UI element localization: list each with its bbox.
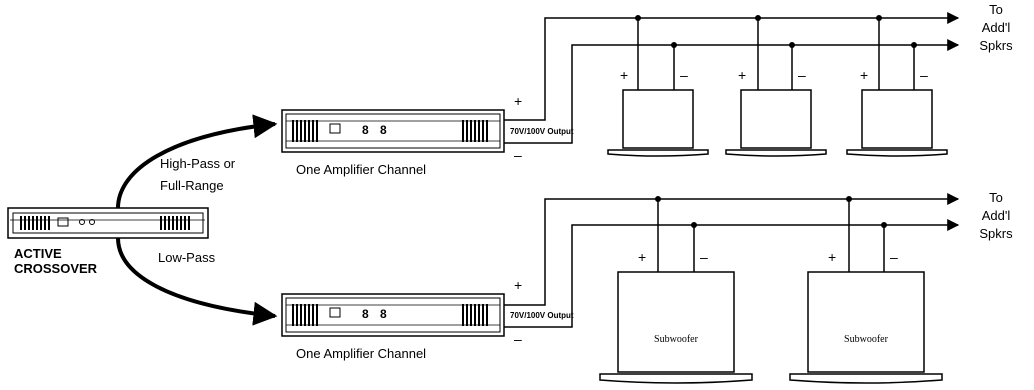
svg-text:8: 8 xyxy=(380,307,387,321)
bottom-destination-line1: To xyxy=(989,190,1003,205)
subwoofer-1-minus: – xyxy=(700,249,708,265)
speaker-3-minus: – xyxy=(920,67,928,83)
speaker-1 xyxy=(607,15,709,157)
crossover-label-line2: CROSSOVER xyxy=(14,261,98,276)
low-pass-label: Low-Pass xyxy=(158,250,216,265)
amplifier-bottom-caption: One Amplifier Channel xyxy=(296,346,426,361)
active-crossover-unit xyxy=(7,207,209,239)
speaker-2-minus: – xyxy=(798,67,806,83)
amplifier-top-caption: One Amplifier Channel xyxy=(296,162,426,177)
speaker-2 xyxy=(725,15,827,157)
subwoofer-2-minus: – xyxy=(890,249,898,265)
high-pass-arrow xyxy=(116,114,278,209)
svg-text:8: 8 xyxy=(362,123,369,137)
speaker-3 xyxy=(846,15,948,157)
subwoofer-2-label: Subwoofer xyxy=(844,334,889,345)
top-speaker-wiring xyxy=(504,12,960,144)
speaker-1-minus: – xyxy=(680,67,688,83)
speaker-2-plus: + xyxy=(738,67,746,83)
amplifier-bottom: 8 8 xyxy=(281,293,505,337)
svg-text:8: 8 xyxy=(380,123,387,137)
crossover-label-line1: ACTIVE xyxy=(14,246,62,261)
amplifier-top-plus: + xyxy=(514,93,522,109)
low-pass-arrow xyxy=(116,237,278,326)
bottom-speaker-wiring xyxy=(504,193,960,328)
amplifier-top: 8 8 xyxy=(281,109,505,153)
speaker-3-plus: + xyxy=(860,67,868,83)
amplifier-bottom-output-label: 70V/100V Output xyxy=(510,311,574,320)
subwoofer-2-plus: + xyxy=(828,249,836,265)
high-pass-label-line1: High-Pass or xyxy=(160,156,236,171)
amplifier-bottom-plus: + xyxy=(514,277,522,293)
bottom-destination-line3: Spkrs xyxy=(979,226,1013,241)
subwoofer-1-label: Subwoofer xyxy=(654,334,699,345)
top-destination-line2: Add'l xyxy=(982,20,1011,35)
amplifier-top-output-label: 70V/100V Output xyxy=(510,127,574,136)
high-pass-label-line2: Full-Range xyxy=(160,178,224,193)
subwoofer-1 xyxy=(599,196,753,384)
amplifier-top-minus: – xyxy=(514,147,522,163)
speaker-1-plus: + xyxy=(620,67,628,83)
subwoofer-1-plus: + xyxy=(638,249,646,265)
subwoofer-2 xyxy=(789,196,943,384)
svg-text:8: 8 xyxy=(362,307,369,321)
amplifier-bottom-minus: – xyxy=(514,331,522,347)
top-destination-line3: Spkrs xyxy=(979,38,1013,53)
bottom-destination-line2: Add'l xyxy=(982,208,1011,223)
top-destination-line1: To xyxy=(989,2,1003,17)
